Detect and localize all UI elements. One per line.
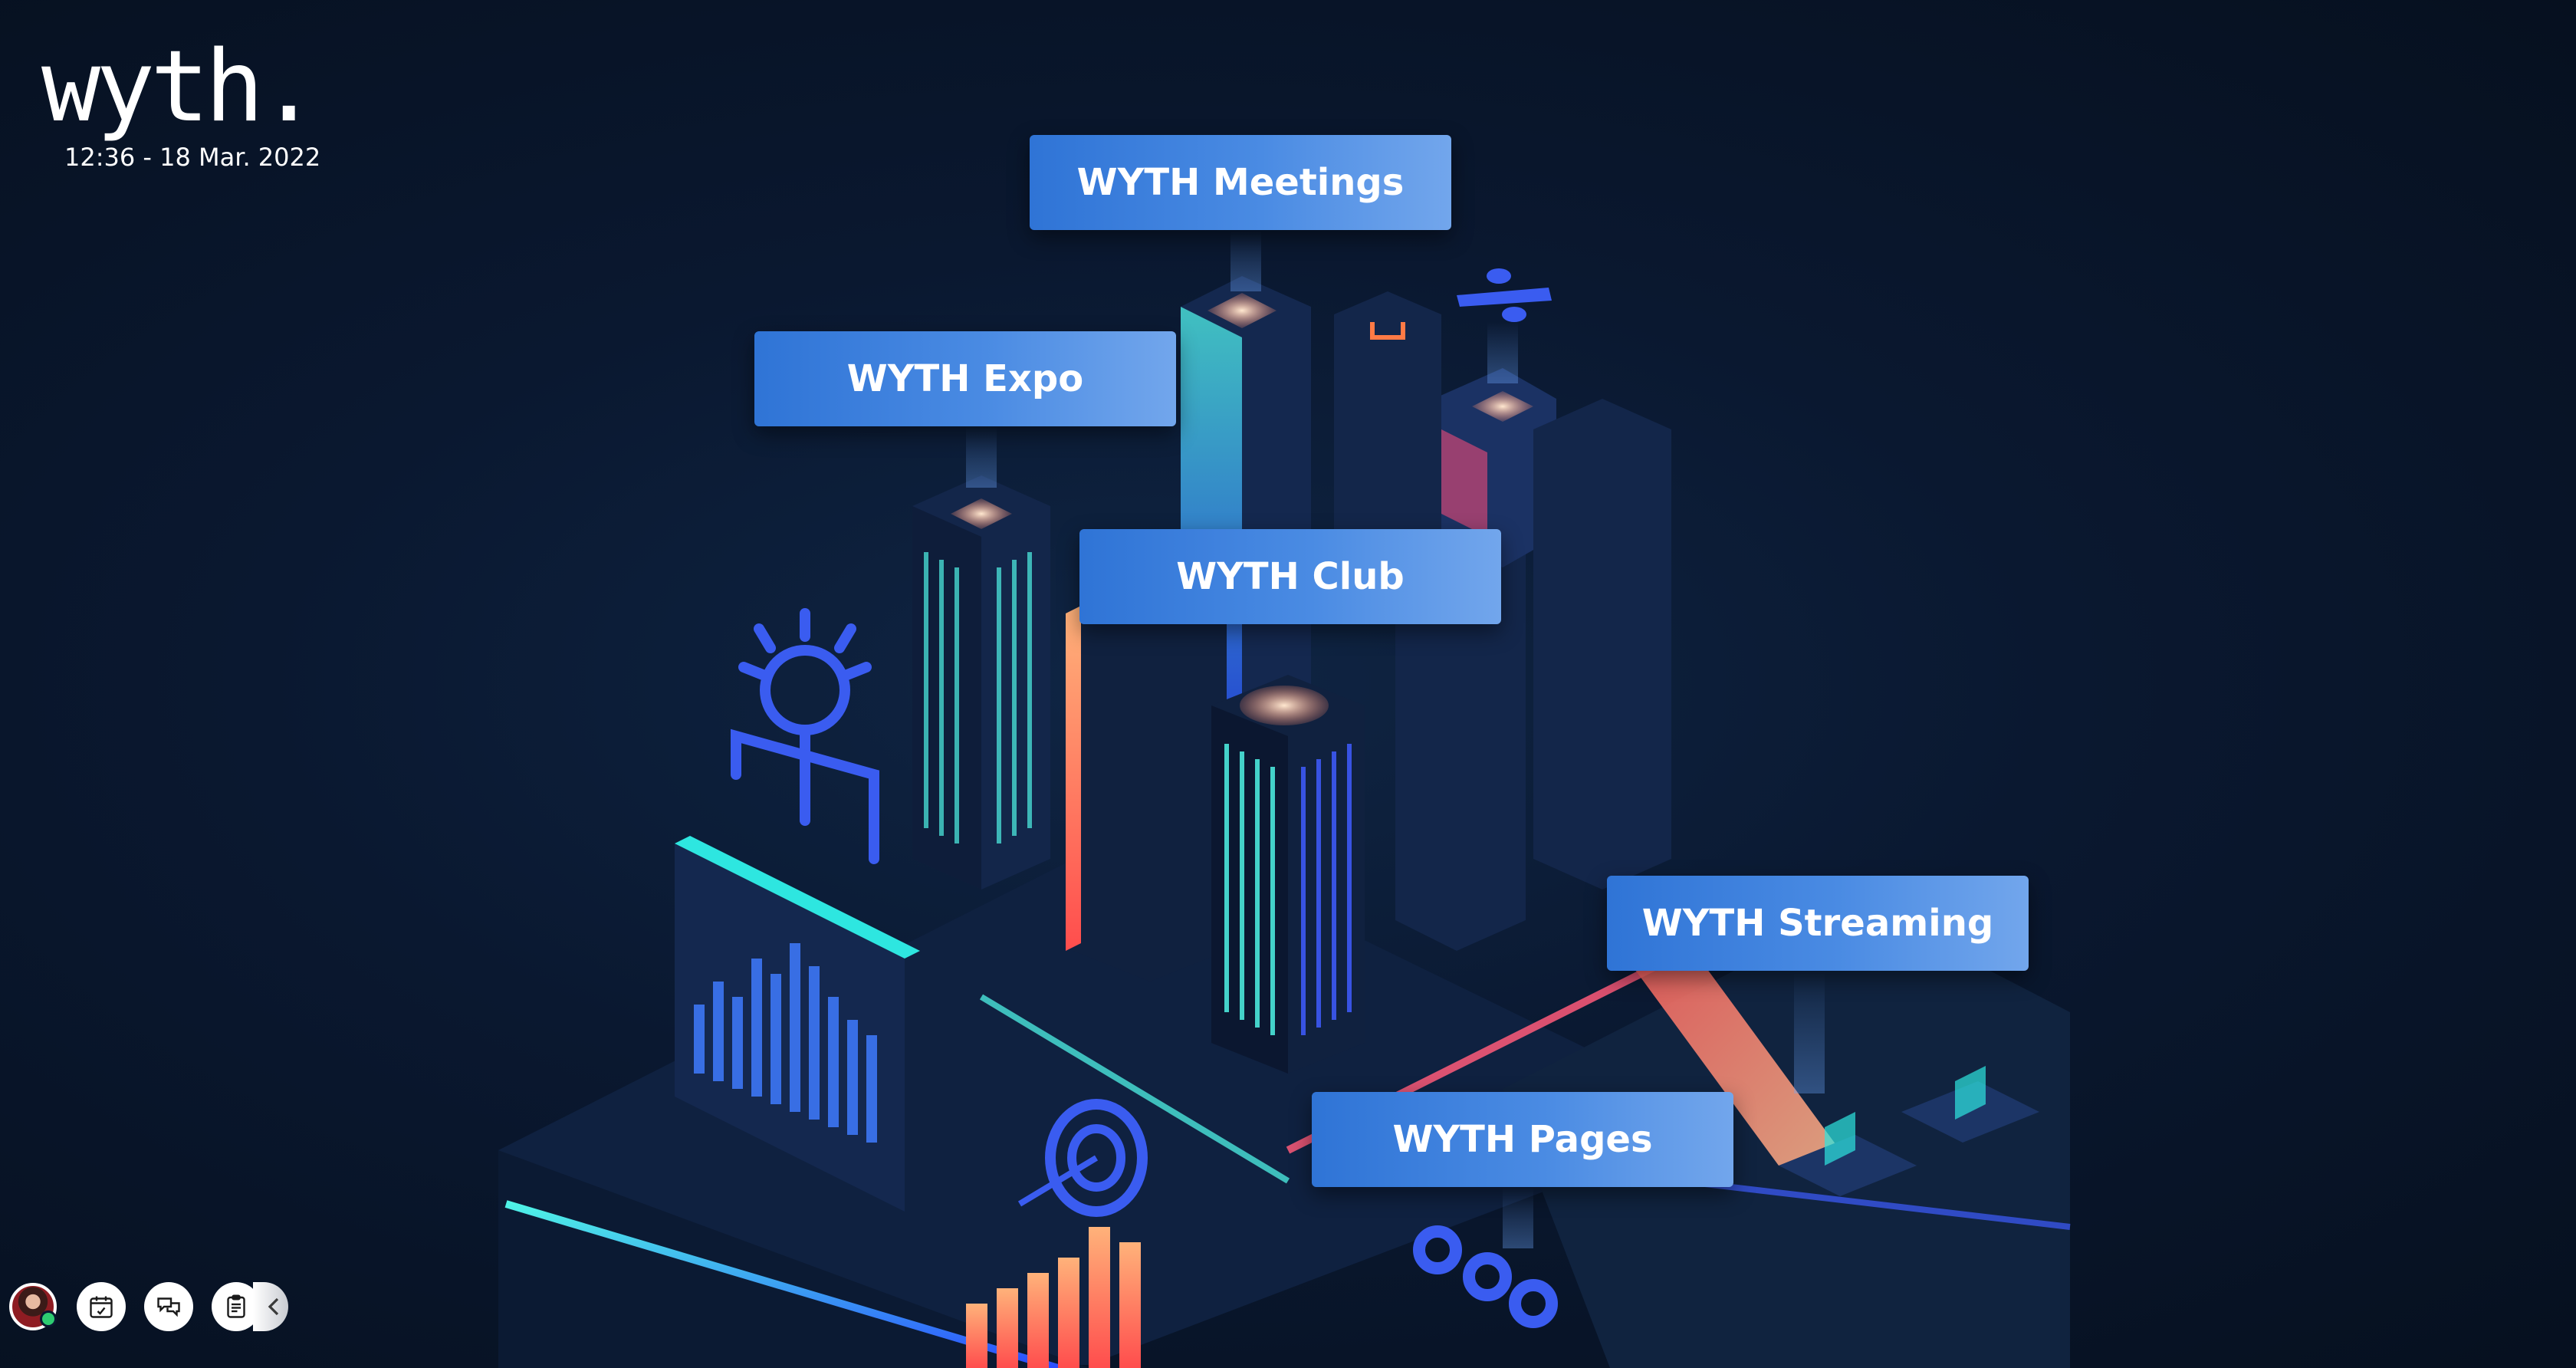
- calendar-button[interactable]: [77, 1282, 126, 1331]
- chat-button[interactable]: [144, 1282, 193, 1331]
- streaming-stairs: [1610, 920, 1840, 1166]
- gears-cluster: [1413, 1225, 1558, 1328]
- calendar-icon: [90, 1296, 113, 1318]
- chevron-left-icon: [268, 1297, 279, 1316]
- workspace-desks: [1779, 1066, 2039, 1196]
- online-status-dot: [40, 1310, 57, 1327]
- wyth-streaming-button[interactable]: WYTH Streaming: [1607, 876, 2029, 971]
- wyth-club-button[interactable]: WYTH Club: [1079, 529, 1501, 624]
- wyth-logo[interactable]: wyth.: [41, 34, 333, 141]
- chat-icon: [157, 1297, 180, 1317]
- tower-center: [1066, 291, 1671, 982]
- user-avatar[interactable]: [9, 1283, 57, 1330]
- light-beams: [966, 230, 1825, 1248]
- clipboard-icon: [227, 1294, 245, 1318]
- bottom-toolbar: [9, 1278, 288, 1336]
- tower-expo: [912, 475, 1050, 890]
- lightbulb-sculpture: [731, 608, 879, 864]
- tower-club: [1211, 675, 1365, 1074]
- target-and-chart: [966, 1099, 1148, 1368]
- clipboard-button[interactable]: [212, 1282, 261, 1331]
- wyth-pages-button[interactable]: WYTH Pages: [1312, 1092, 1733, 1187]
- bar-chart-billboard: [675, 836, 920, 1212]
- wyth-expo-button[interactable]: WYTH Expo: [754, 331, 1176, 426]
- current-datetime: 12:36 - 18 Mar. 2022: [64, 143, 321, 172]
- collapse-toolbar-button[interactable]: [253, 1282, 288, 1331]
- wyth-meetings-button[interactable]: WYTH Meetings: [1030, 135, 1451, 230]
- percent-sculpture: [1457, 268, 1552, 322]
- logo-text: wyth.: [41, 30, 318, 144]
